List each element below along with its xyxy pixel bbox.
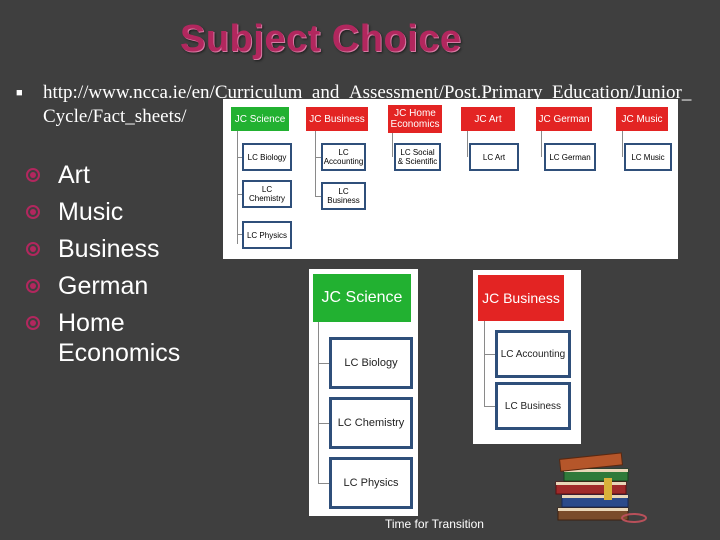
jc-business-box: JC Business: [306, 107, 368, 131]
lc-biology-box: LC Biology: [329, 337, 413, 389]
connector-line: [318, 423, 329, 424]
lc-accounting-box: LC Accounting: [321, 143, 366, 171]
business-pathway-diagram: JC Business LC Accounting LC Business: [473, 270, 581, 444]
lc-german-box: LC German: [544, 143, 596, 171]
footer-text: Time for Transition: [385, 517, 484, 531]
lc-social-scientific-box: LC Social & Scientific: [394, 143, 441, 171]
book-stack-icon: [555, 452, 647, 523]
target-bullet-icon: [26, 316, 40, 330]
connector-line: [622, 131, 623, 157]
lc-physics-box: LC Physics: [242, 221, 292, 249]
jc-home-economics-box: JC Home Economics: [388, 105, 442, 133]
connector-line: [315, 196, 321, 197]
connector-line: [237, 131, 238, 244]
lc-physics-box: LC Physics: [329, 457, 413, 509]
connector-line: [484, 321, 485, 407]
science-pathway-diagram: JC Science LC Biology LC Chemistry LC Ph…: [309, 269, 418, 516]
lc-business-box: LC Business: [321, 182, 366, 210]
connector-line: [237, 194, 242, 195]
connector-line: [318, 322, 319, 484]
connector-line: [318, 483, 329, 484]
connector-line: [484, 406, 495, 407]
target-bullet-icon: [26, 279, 40, 293]
connector-line: [318, 363, 329, 364]
jc-music-box: JC Music: [616, 107, 668, 131]
list-item: Music: [22, 197, 228, 227]
connector-line: [484, 354, 495, 355]
lc-music-box: LC Music: [624, 143, 672, 171]
list-item: German: [22, 271, 228, 301]
jc-art-box: JC Art: [461, 107, 515, 131]
subject-pathway-diagram: JC Science JC Business JC Home Economics…: [223, 99, 678, 259]
target-bullet-icon: [26, 205, 40, 219]
connector-line: [392, 133, 393, 157]
subject-list: Art Music Business German Home Economics: [22, 160, 228, 375]
list-item: Home Economics: [22, 308, 228, 368]
lc-accounting-box: LC Accounting: [495, 330, 571, 378]
connector-line: [541, 131, 542, 157]
connector-line: [237, 234, 242, 235]
lc-biology-box: LC Biology: [242, 143, 292, 171]
slide-title: Subject Choice: [180, 18, 462, 60]
list-item: Business: [22, 234, 228, 264]
connector-line: [315, 157, 321, 158]
lc-chemistry-box: LC Chemistry: [329, 397, 413, 449]
jc-science-box: JC Science: [313, 274, 411, 322]
lc-art-box: LC Art: [469, 143, 519, 171]
list-item: Art: [22, 160, 228, 190]
connector-line: [315, 131, 316, 197]
connector-line: [237, 157, 242, 158]
jc-business-box: JC Business: [478, 275, 564, 321]
url-link[interactable]: http://www.ncca.ie/en/Curriculum_and_Ass…: [43, 82, 692, 127]
connector-line: [467, 131, 468, 157]
lc-chemistry-box: LC Chemistry: [242, 180, 292, 208]
square-bullet-icon: ■: [16, 87, 23, 99]
target-bullet-icon: [26, 168, 40, 182]
jc-german-box: JC German: [536, 107, 592, 131]
jc-science-box: JC Science: [231, 107, 289, 131]
lc-business-box: LC Business: [495, 382, 571, 430]
target-bullet-icon: [26, 242, 40, 256]
